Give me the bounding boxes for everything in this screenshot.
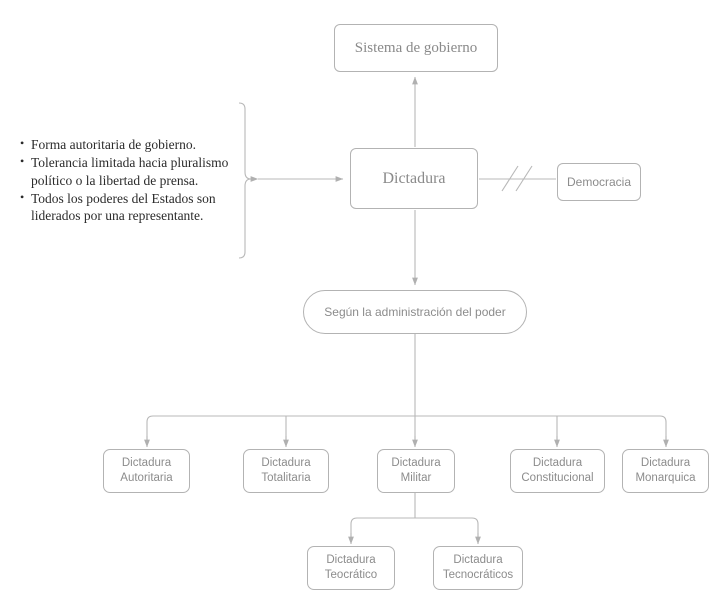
node-dictadura-constitucional[interactable]: Dictadura Constitucional <box>510 449 605 493</box>
node-line-1: Dictadura <box>326 554 376 566</box>
bullet-bracket <box>238 102 252 259</box>
node-line-2: Autoritaria <box>120 472 173 484</box>
node-line-1: Dictadura <box>391 457 441 469</box>
node-sistema-de-gobierno[interactable]: Sistema de gobierno <box>334 24 498 72</box>
node-dictadura-totalitaria[interactable]: Dictadura Totalitaria <box>243 449 329 493</box>
node-line-2: Totalitaria <box>261 472 311 484</box>
node-line-2: Constitucional <box>521 472 594 484</box>
node-line-1: Dictadura <box>532 457 583 469</box>
break-slash-2 <box>515 165 533 192</box>
node-democracia[interactable]: Democracia <box>557 163 641 201</box>
edge-bus-right <box>415 415 667 442</box>
break-slash-1 <box>501 165 519 192</box>
node-dictadura[interactable]: Dictadura <box>350 148 478 209</box>
node-line-1: Dictadura <box>640 457 691 469</box>
node-dictadura-monarquica[interactable]: Dictadura Monarquica <box>622 449 709 493</box>
edge-militar-left <box>350 517 415 539</box>
node-dictadura-teocratico[interactable]: Dictadura Teocrático <box>307 546 395 590</box>
list-item: Tolerancia limitada hacia pluralismo pol… <box>20 153 235 189</box>
node-line-1: Dictadura <box>261 457 311 469</box>
list-item: Forma autoritaria de gobierno. <box>20 135 235 154</box>
edge-bus-left <box>146 415 415 442</box>
node-segun-la-administracion-del-poder[interactable]: Según la administración del poder <box>303 290 527 334</box>
node-line-2: Tecnocráticos <box>442 569 514 581</box>
node-dictadura-tecnocraticos[interactable]: Dictadura Tecnocráticos <box>433 546 523 590</box>
node-line-1: Dictadura <box>453 554 503 566</box>
list-item: Todos los poderes del Estados son lidera… <box>20 189 235 225</box>
node-line-2: Teocrático <box>324 569 378 581</box>
node-dictadura-autoritaria[interactable]: Dictadura Autoritaria <box>103 449 190 493</box>
edge-militar-right <box>415 517 479 539</box>
node-dictadura-militar[interactable]: Dictadura Militar <box>377 449 455 493</box>
node-line-1: Dictadura <box>121 457 172 469</box>
node-line-2: Militar <box>400 472 432 484</box>
dictadura-characteristics-list: Forma autoritaria de gobierno. Toleranci… <box>20 135 235 225</box>
node-line-2: Monarquica <box>635 472 696 484</box>
